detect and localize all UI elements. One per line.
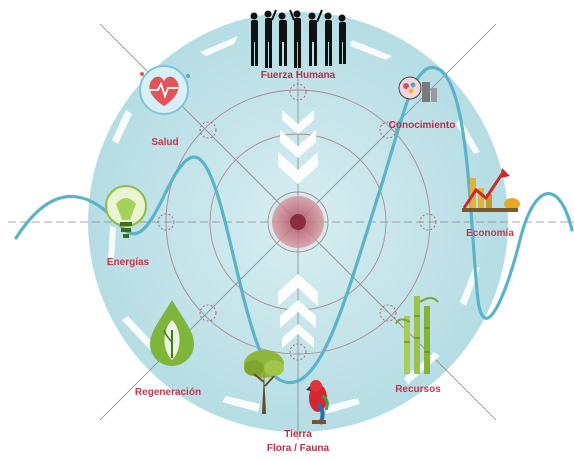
tree-icon bbox=[244, 350, 284, 414]
lightbulb-icon bbox=[105, 185, 147, 238]
people-icon bbox=[250, 9, 346, 68]
heart-icon bbox=[139, 65, 190, 115]
label-salud: Salud bbox=[151, 137, 178, 148]
brain-icon bbox=[398, 76, 437, 102]
label-energias: Energías bbox=[107, 257, 150, 268]
chevrons-up-icon bbox=[278, 274, 318, 348]
center-dot bbox=[290, 214, 306, 230]
label-conocimiento: Conocimiento bbox=[389, 120, 456, 131]
label-tierra: Tierra bbox=[284, 429, 312, 440]
chevrons-down-icon bbox=[278, 110, 318, 184]
bamboo-icon bbox=[395, 296, 439, 374]
parrot-icon bbox=[306, 380, 329, 425]
economy-chart-icon bbox=[462, 168, 520, 212]
node-circles bbox=[157, 83, 437, 361]
leaf-drop-icon bbox=[150, 300, 194, 366]
label-economia: Economía bbox=[466, 228, 514, 239]
label-recursos: Recursos bbox=[395, 384, 441, 395]
label-regeneracion: Regeneración bbox=[135, 387, 201, 398]
label-flora-fauna: Flora / Fauna bbox=[267, 443, 330, 454]
label-fuerza-humana: Fuerza Humana bbox=[261, 70, 336, 81]
sine-wave bbox=[14, 66, 574, 384]
